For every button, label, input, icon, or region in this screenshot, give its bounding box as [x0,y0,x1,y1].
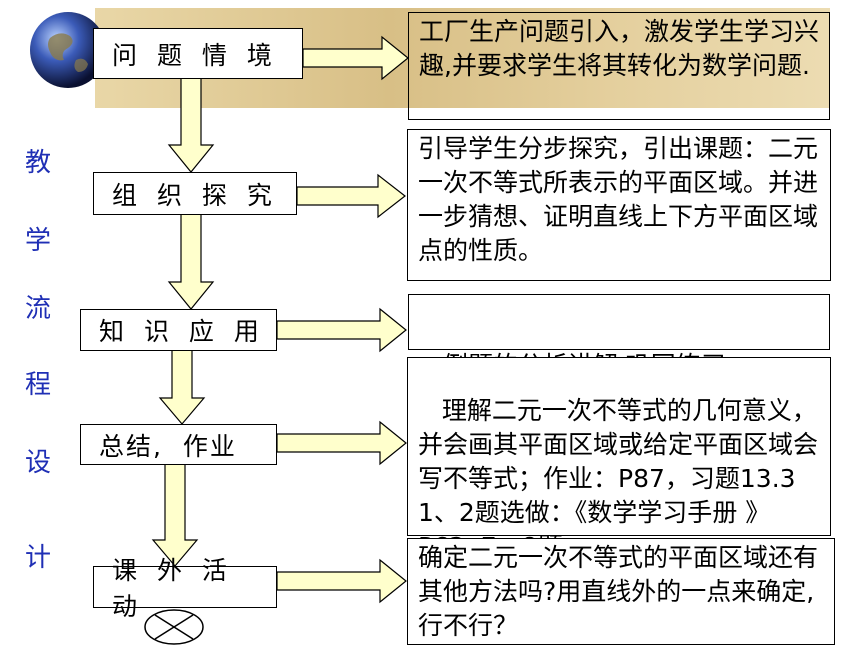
step-box-5: 课 外 活 动 [93,556,277,621]
vertical-title-char: 设 [24,448,51,478]
right-arrow-1 [302,35,409,81]
vertical-title-char: 程 [24,370,51,400]
right-arrow-2 [296,173,406,219]
description-box-3: 例题的分析讲解,巩固练习 [408,294,830,380]
step-label: 问 题 情 境 [112,40,278,70]
right-arrow-3 [276,307,407,353]
step-label: 知 识 应 用 [99,317,265,346]
description-box-4: 理解二元一次不等式的几何意义，并会画其平面区域或给定平面区域会写不等式；作业：P… [407,357,831,561]
vertical-title-char: 教 [24,148,51,178]
end-symbol-icon [144,609,204,645]
globe-icon [30,12,106,88]
description-box-2: 引导学生分步探究，引出课题：二元一次不等式所表示的平面区域。并进一步猜想、证明直… [407,129,831,281]
down-arrow-4 [151,463,199,567]
step-box-3: 知 识 应 用 [80,309,277,351]
step-box-2: 组 织 探 究 [93,172,297,215]
description-text: 工厂生产问题引入，激发学生学习兴趣,并要求学生将其转化为数学问题. [419,17,820,80]
vertical-title-char: 流 [24,294,51,324]
description-text: 引导学生分步探究，引出课题：二元一次不等式所表示的平面区域。并进一步猜想、证明直… [418,134,819,265]
vertical-title-char: 计 [24,543,51,573]
right-arrow-4 [276,420,407,466]
description-text: 确定二元一次不等式的平面区域还有其他方法吗?用直线外的一点来确定,行不行？ [418,543,819,640]
down-arrow-3 [158,349,206,425]
step-label: 课 外 活 动 [112,556,233,621]
vertical-title-char: 学 [24,226,51,256]
step-box-4: 总结, 作业 [80,424,277,465]
step-label: 总结, 作业 [99,431,237,461]
down-arrow-1 [167,77,215,173]
description-box-1: 工厂生产问题引入，激发学生学习兴趣,并要求学生将其转化为数学问题. [408,12,830,120]
description-box-5: 确定二元一次不等式的平面区域还有其他方法吗?用直线外的一点来确定,行不行？ [407,538,835,645]
down-arrow-2 [167,213,215,310]
step-box-1: 问 题 情 境 [93,28,303,79]
step-label: 组 织 探 究 [112,180,278,210]
right-arrow-5 [276,558,407,604]
